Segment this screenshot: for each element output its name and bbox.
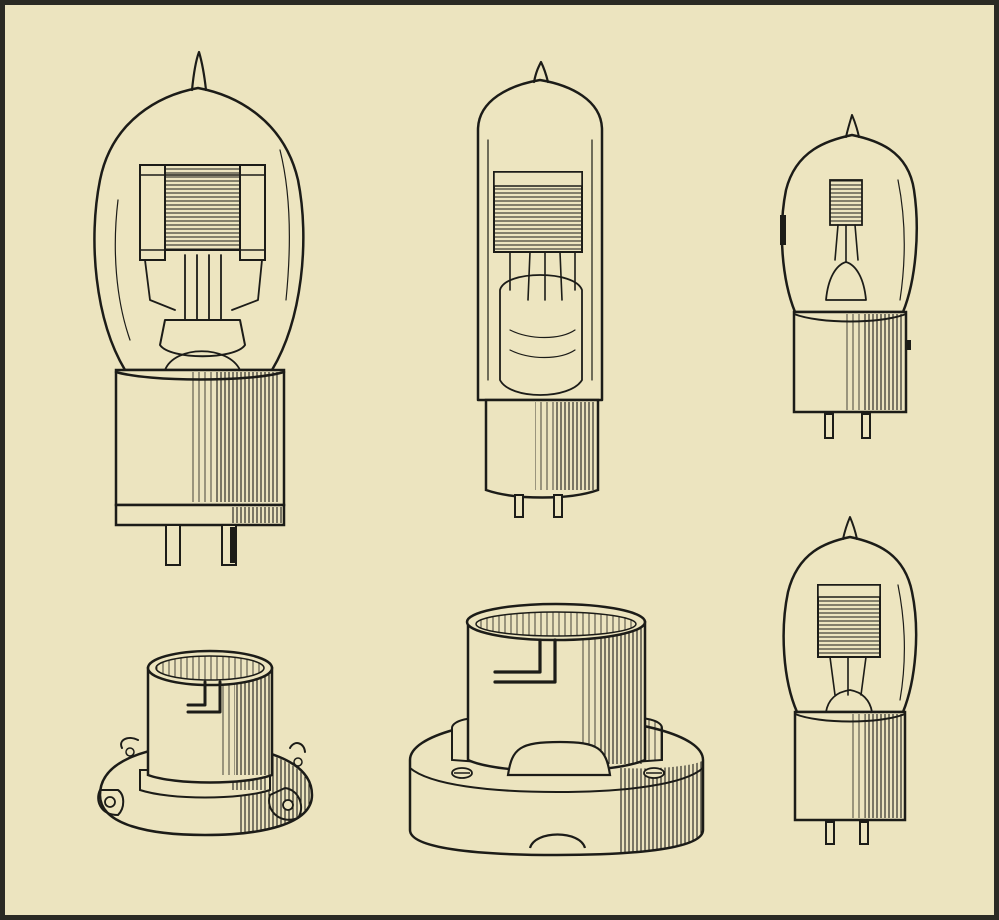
small-vacuum-tube-top [780, 114, 918, 439]
bayonet-tube-socket-large [408, 602, 705, 857]
bayonet-tube-socket-small [97, 649, 314, 837]
large-vacuum-tube [93, 50, 305, 566]
tall-vacuum-tube [476, 60, 604, 518]
small-vacuum-tube-bottom [782, 516, 918, 845]
